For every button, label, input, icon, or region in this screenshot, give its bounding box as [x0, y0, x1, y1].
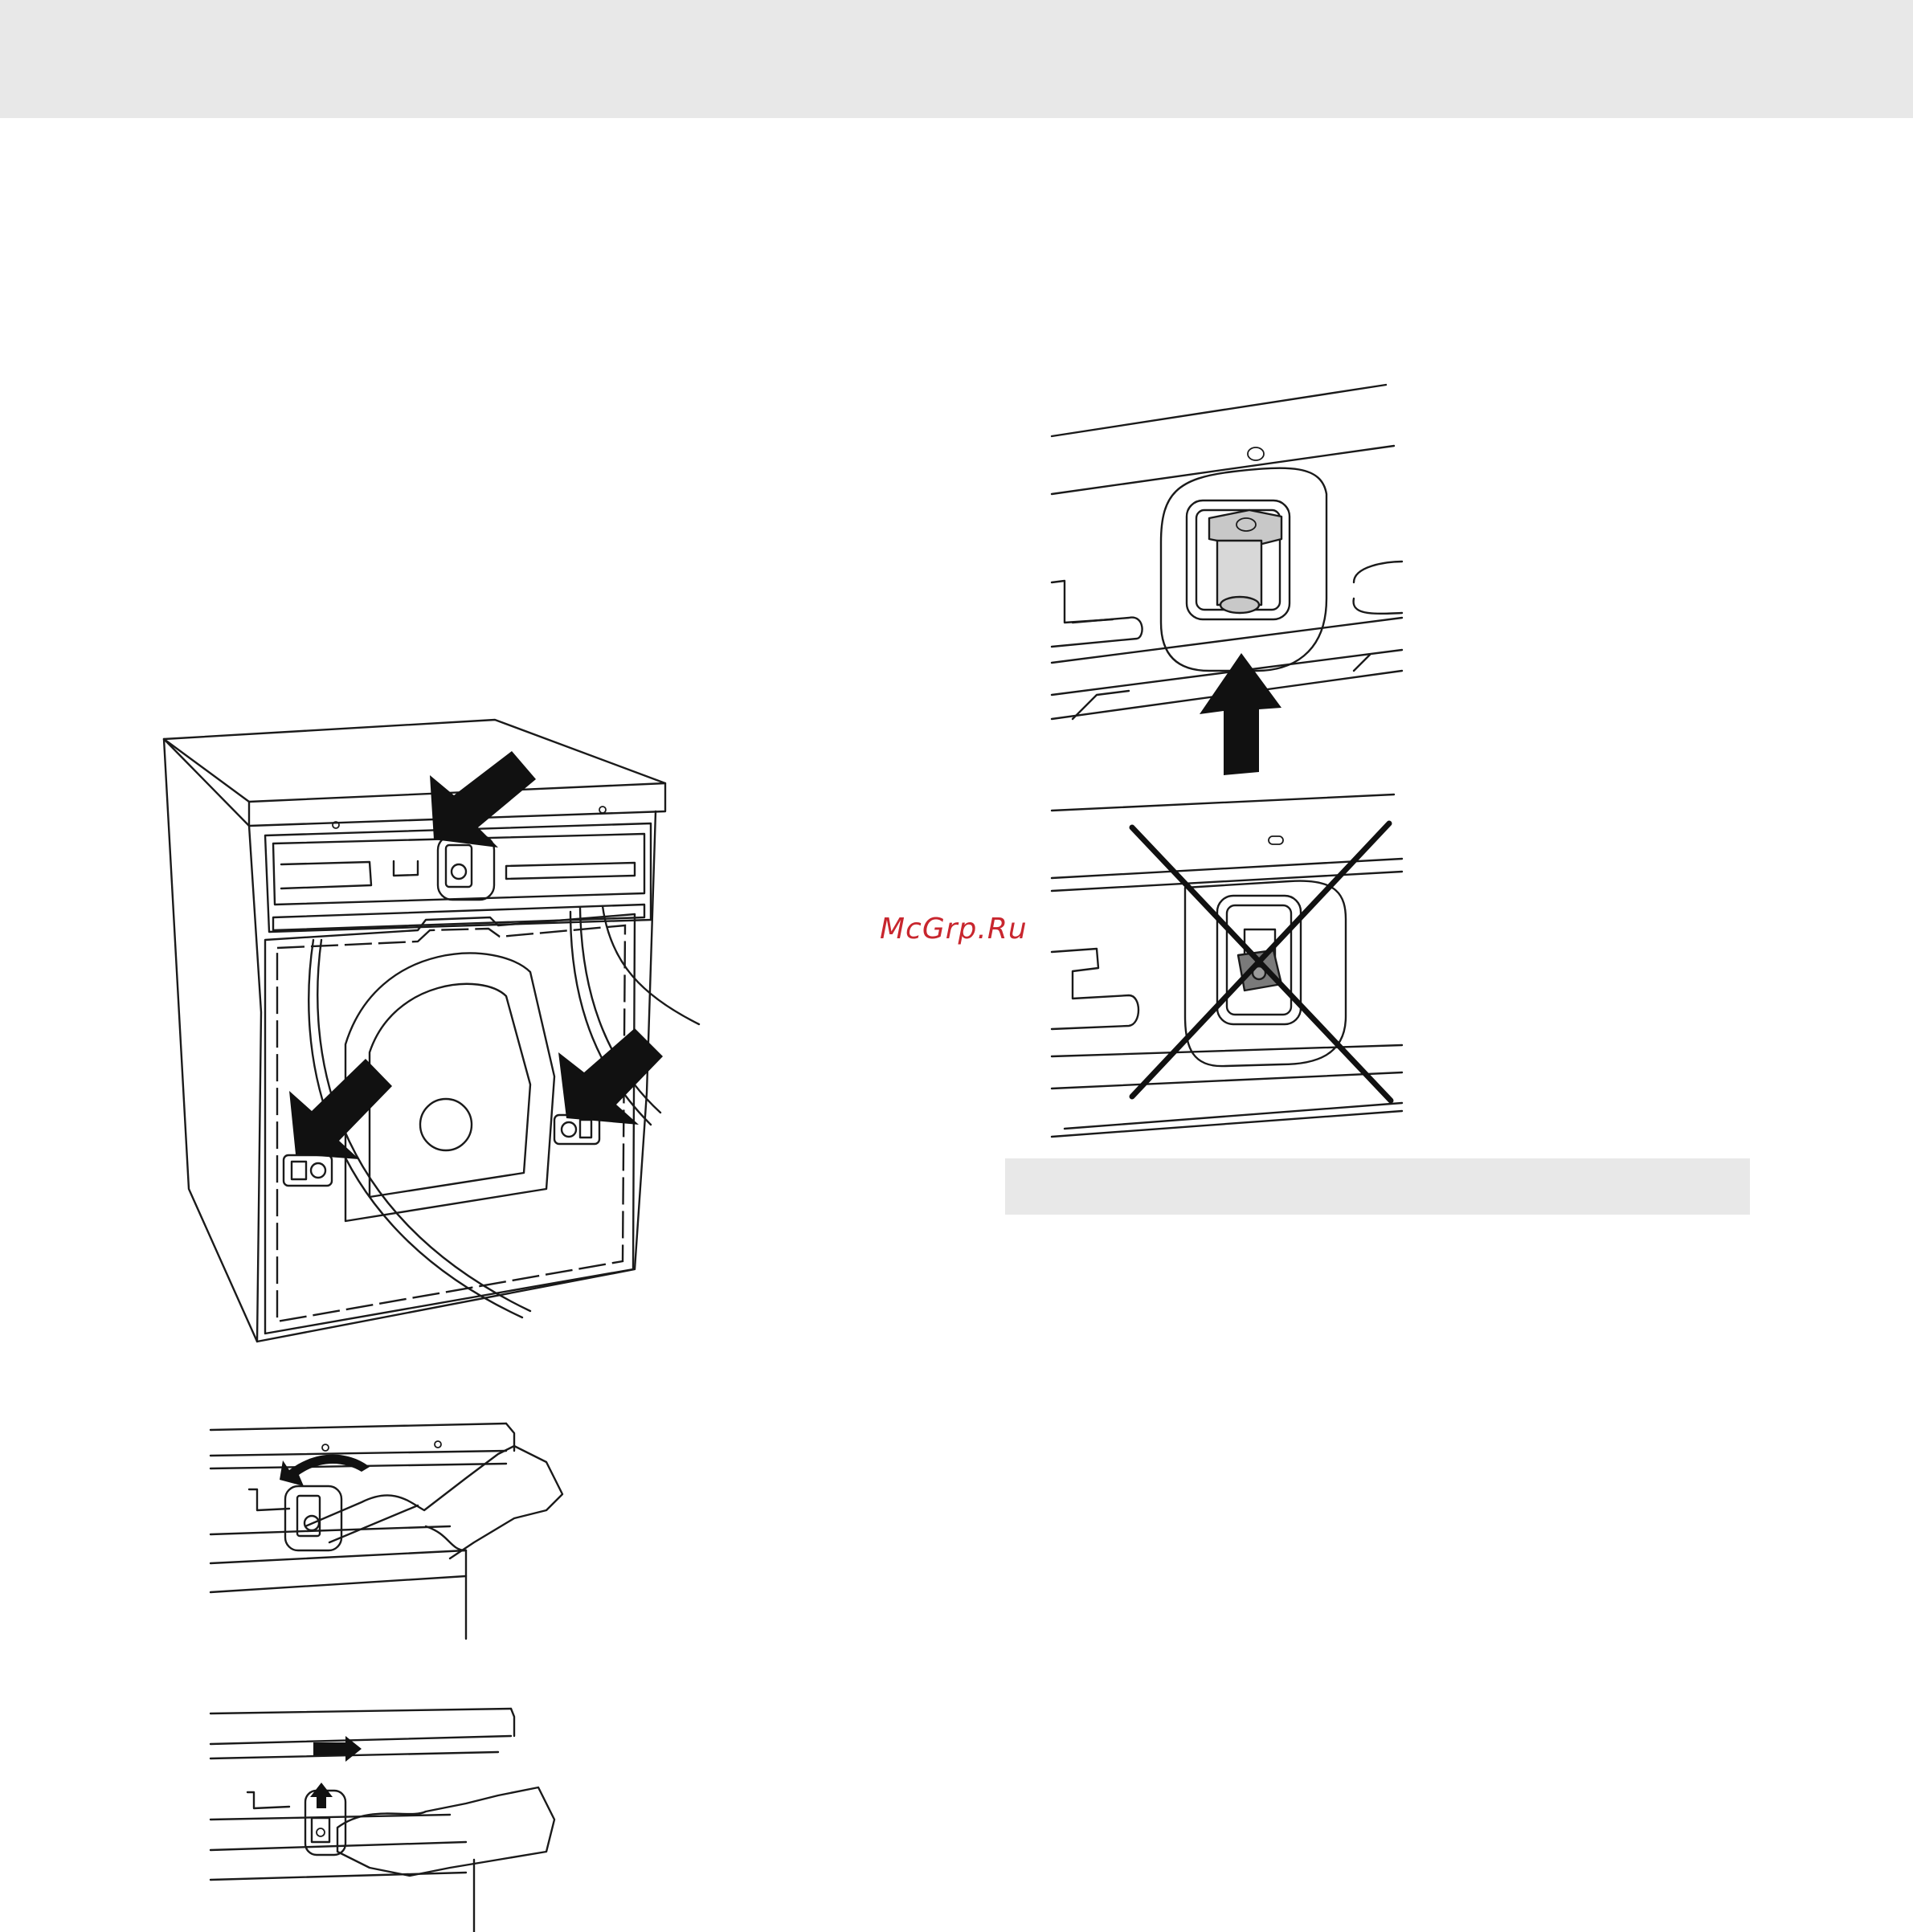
bolt-installed-wrong-figure: [1048, 791, 1402, 1137]
machine-rear-view-figure: [153, 707, 715, 1350]
header-bar: [0, 0, 1913, 118]
wrench-loosen-figure: [209, 1422, 578, 1639]
bolt-removed-correct-figure: [1048, 382, 1402, 783]
remove-spacer-figure: [209, 1707, 578, 1932]
watermark-text: McGrp.Ru: [880, 913, 1028, 946]
caption-bar: [1005, 1158, 1750, 1215]
